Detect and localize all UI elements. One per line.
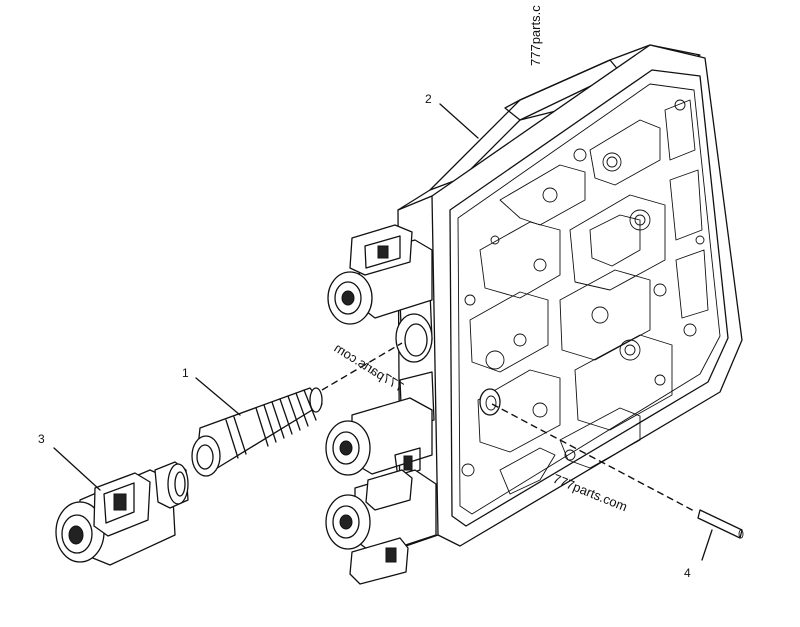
leader-line-2 (439, 103, 479, 139)
mounted-solenoid-middle (325, 397, 433, 479)
leader-line-3 (53, 447, 101, 491)
leader-line-1 (195, 377, 241, 416)
leader-line-4 (701, 529, 713, 561)
watermark-top: 777parts.c (528, 5, 543, 66)
callout-1: 1 (182, 366, 189, 380)
watermark-middle: 777parts.com (332, 340, 407, 394)
watermark-lower: 777parts.com (551, 471, 630, 514)
loose-solenoid (55, 461, 189, 566)
mounted-solenoid-upper (327, 224, 433, 325)
spool-assembly-path (321, 342, 403, 391)
dowel-pin (697, 509, 744, 539)
spool-valve (191, 387, 323, 477)
callout-2: 2 (425, 92, 432, 106)
mounted-solenoid-lower (325, 469, 437, 585)
callout-4: 4 (684, 566, 691, 580)
pin-assembly-path (491, 403, 697, 513)
valve-body-plate (395, 44, 743, 549)
callout-3: 3 (38, 432, 45, 446)
